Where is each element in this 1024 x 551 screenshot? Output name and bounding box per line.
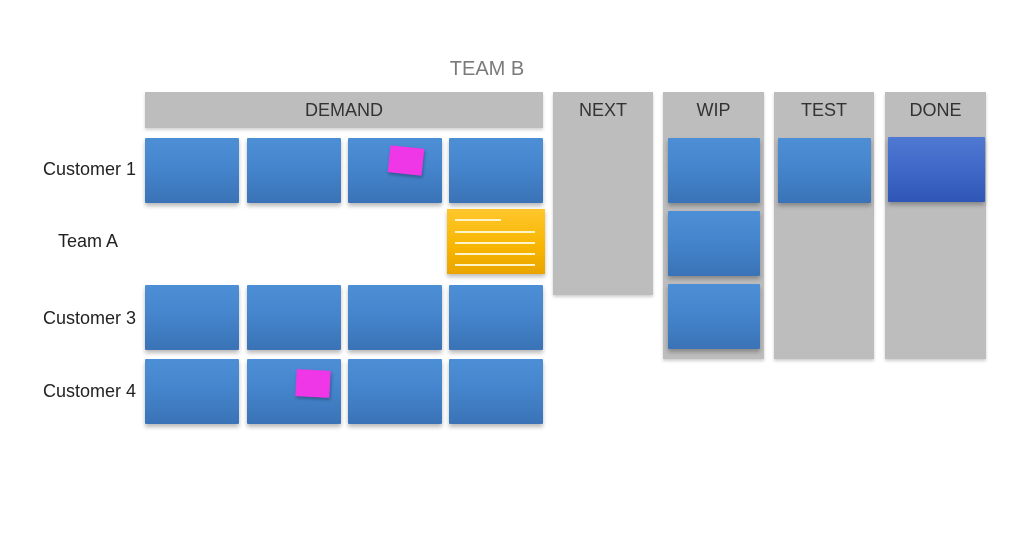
row-label-customer-1: Customer 1: [42, 159, 136, 179]
column-header-done: DONE: [885, 92, 986, 128]
wip-card[interactable]: [668, 138, 760, 203]
yellow-sticky-card[interactable]: [447, 209, 545, 274]
card[interactable]: [449, 359, 543, 424]
note-line: [455, 231, 535, 233]
row-label-team-a: Team A: [57, 231, 118, 251]
card[interactable]: [449, 285, 543, 350]
column-header-wip: WIP: [663, 92, 764, 128]
column-test-bg: [774, 92, 874, 359]
card[interactable]: [348, 285, 442, 350]
row-label-customer-3: Customer 3: [42, 308, 136, 328]
wip-card[interactable]: [668, 284, 760, 349]
card[interactable]: [145, 359, 239, 424]
card[interactable]: [145, 138, 239, 203]
test-card[interactable]: [778, 138, 871, 203]
board-title: TEAM B: [449, 58, 525, 80]
pink-sticky-note[interactable]: [387, 145, 425, 176]
column-header-demand: DEMAND: [145, 92, 543, 128]
card[interactable]: [145, 285, 239, 350]
wip-card[interactable]: [668, 211, 760, 276]
note-line: [455, 264, 535, 266]
note-line: [455, 219, 501, 221]
card[interactable]: [449, 138, 543, 203]
column-header-next: NEXT: [553, 92, 653, 128]
pink-sticky-note[interactable]: [295, 369, 331, 398]
card[interactable]: [247, 138, 341, 203]
column-header-test: TEST: [774, 92, 874, 128]
row-label-customer-4: Customer 4: [42, 381, 136, 401]
card[interactable]: [247, 285, 341, 350]
note-line: [455, 253, 535, 255]
note-line: [455, 242, 535, 244]
column-done-bg: [885, 92, 986, 359]
done-card[interactable]: [888, 137, 985, 202]
card[interactable]: [348, 359, 442, 424]
